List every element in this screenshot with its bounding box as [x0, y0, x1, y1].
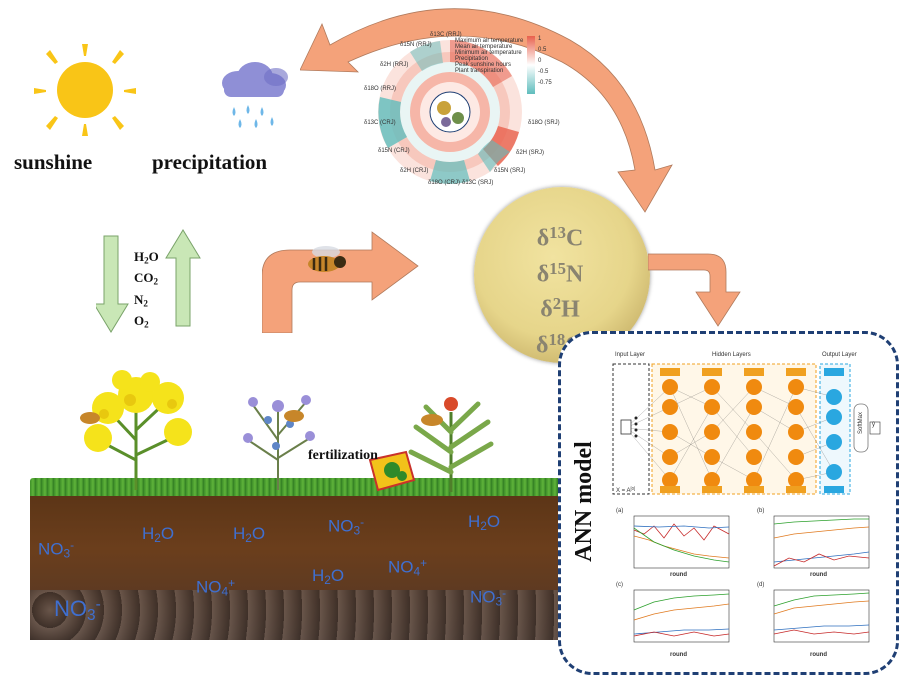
gas-o2: O2	[134, 312, 149, 330]
precipitation-label: precipitation	[152, 150, 268, 174]
soil-label-no3: NO3-	[328, 515, 365, 538]
sunshine-label: sunshine	[14, 150, 93, 174]
panel-d-xlabel: round	[810, 652, 827, 658]
sector-label: δ15N (RRJ)	[400, 42, 432, 48]
legend-item: Peak sunshine hours	[455, 62, 512, 68]
scale-tick: -0.75	[538, 80, 552, 86]
legend-item: Maximum air temperature	[455, 38, 524, 44]
ann-yhat-label: ŷ	[872, 422, 875, 428]
sector-label: δ2H (SRJ)	[516, 150, 545, 156]
panel-a-tag: (a)	[616, 508, 624, 514]
sun-icon	[34, 44, 136, 136]
isotope-n: δ15N	[536, 258, 584, 288]
panel-d-tag: (d)	[757, 582, 765, 588]
legend-item: Minimum air temperature	[455, 50, 522, 56]
sector-label: δ18O (CRJ)	[428, 180, 461, 186]
gas-exchange-arrows	[96, 229, 201, 333]
soil-label-no3: NO3-	[470, 586, 507, 609]
gas-n2: N2	[134, 291, 148, 308]
sector-label: δ18O (SRJ)	[528, 120, 560, 126]
feedback-arrow	[300, 8, 673, 213]
color-scale-bar	[527, 36, 535, 94]
ann-network-diagram	[612, 363, 881, 495]
isotope-c: δ13C	[536, 223, 584, 252]
soil-label-no4: NO4+	[388, 556, 428, 579]
circular-heatmap-chart	[378, 40, 522, 184]
gas-list: H2O CO2 N2 O2	[134, 248, 159, 333]
fertilizer-bag-icon	[368, 450, 416, 492]
panel-c-tag: (c)	[616, 582, 623, 588]
scale-tick: 0	[538, 58, 542, 64]
sector-label: δ2H (RRJ)	[380, 62, 409, 68]
panel-b-xlabel: round	[810, 572, 827, 578]
rain-cloud-icon	[222, 62, 288, 128]
rapeseed-plant-icon	[80, 370, 192, 490]
soil-label-h2o: H2O	[233, 524, 266, 545]
gas-co2: CO2	[134, 270, 159, 287]
sage-plant-icon	[243, 395, 315, 490]
ann-softmax-label: SoftMax	[858, 411, 865, 435]
soil-label-h2o: H2O	[312, 566, 345, 587]
color-scale-labels: 1 0.5 0 -0.5 -0.75	[538, 34, 552, 89]
panel-b-tag: (b)	[757, 508, 765, 514]
legend-item: Plant transpiration	[455, 68, 504, 74]
soil-label-h2o: H2O	[142, 524, 175, 545]
scale-tick: 1	[538, 36, 542, 42]
soil-label-no3: NO3-	[38, 538, 75, 561]
soil-label-h2o: H2O	[468, 512, 501, 533]
soil-label-no3: NO3-	[54, 596, 101, 624]
ann-input-layer-label: Input Layer	[615, 352, 646, 358]
bee-icon	[308, 246, 346, 272]
legend-item: Precipitation	[455, 56, 489, 62]
panel-a-xlabel: round	[670, 572, 687, 578]
grass-strip	[30, 478, 598, 496]
fertilization-label: fertilization	[308, 448, 378, 463]
safflower-plant-icon	[408, 397, 494, 492]
sector-label: δ2H (CRJ)	[400, 168, 429, 174]
ann-hidden-layers-label: Hidden Layers	[712, 352, 751, 358]
ann-output-layer-label: Output Layer	[822, 352, 857, 358]
soil-label-no4: NO4+	[196, 576, 236, 599]
dish-to-ann-arrow	[648, 253, 741, 327]
isotope-h: δ2H	[540, 294, 580, 323]
sector-label: δ18O (RRJ)	[364, 86, 397, 92]
sector-label: δ13C (CRJ)	[364, 120, 396, 126]
sector-label: δ15N (SRJ)	[494, 168, 526, 174]
gas-h2o: H2O	[134, 249, 159, 266]
plants-to-dish-arrow	[262, 231, 419, 333]
legend-item: Mean air temperature	[455, 44, 513, 50]
chart-legend: Maximum air temperature Mean air tempera…	[455, 38, 545, 74]
scale-tick: 0.5	[538, 47, 547, 53]
sector-label: δ13C (SRJ)	[462, 180, 494, 186]
ann-model-label: ANN model	[570, 441, 597, 562]
ann-x-eq: X = A[0]	[616, 486, 636, 494]
scale-tick: -0.5	[538, 69, 549, 75]
sector-label: δ15N (CRJ)	[378, 148, 410, 154]
sector-label: δ13C (RRJ)	[430, 32, 462, 38]
panel-c-xlabel: round	[670, 652, 687, 658]
ann-results-panels	[633, 515, 870, 643]
soil-rocks	[30, 590, 598, 640]
